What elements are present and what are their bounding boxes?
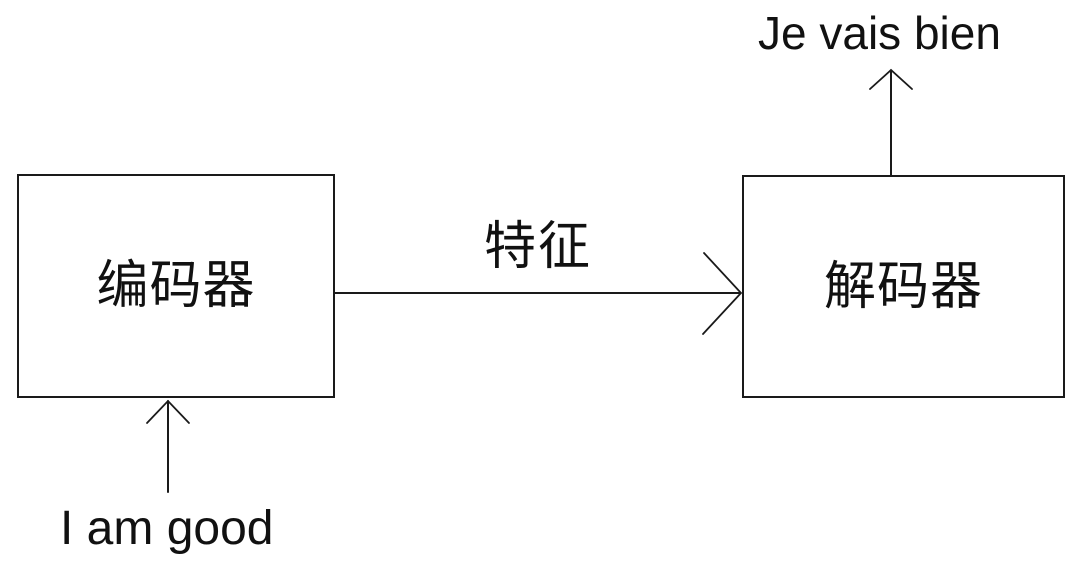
encoder-box: 编码器 <box>17 174 335 398</box>
feature-edge-label: 特征 <box>483 218 592 276</box>
feature-arrow <box>334 252 743 335</box>
decoder-box: 解码器 <box>742 175 1065 398</box>
encoder-label: 编码器 <box>96 257 256 315</box>
output-arrow <box>869 68 913 176</box>
input-arrow <box>146 399 190 493</box>
input-text: I am good <box>60 502 274 555</box>
output-text: Je vais bien <box>758 7 1001 59</box>
decoder-label: 解码器 <box>823 257 983 316</box>
